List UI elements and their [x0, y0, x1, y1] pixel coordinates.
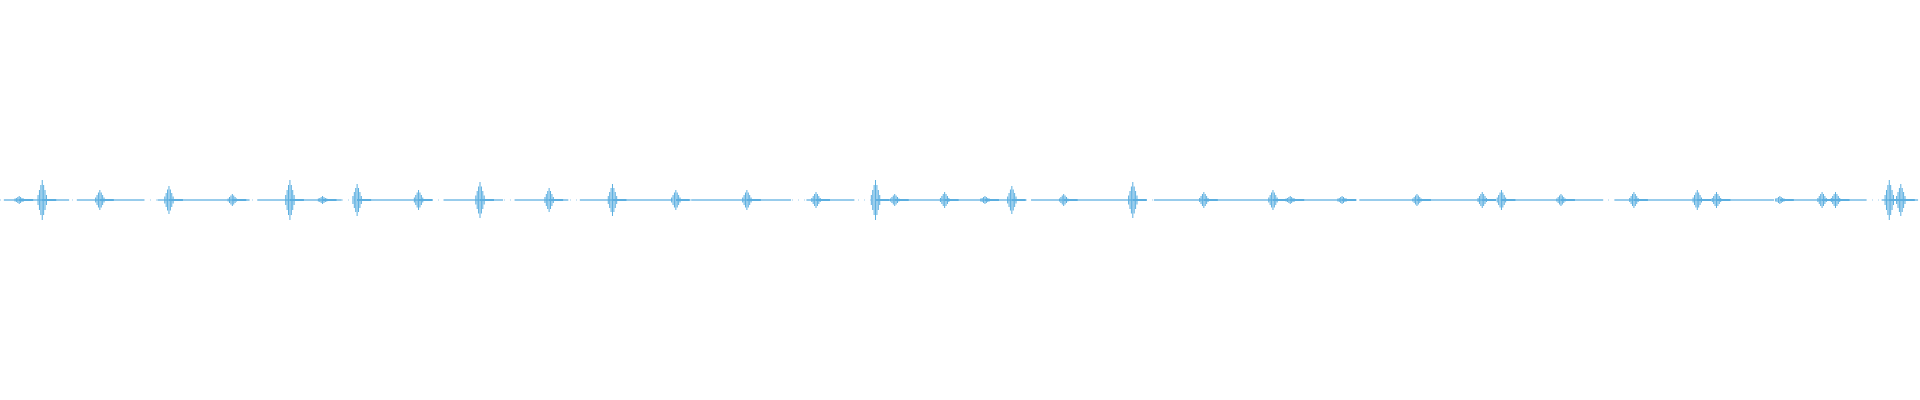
waveform-peak [285, 180, 304, 220]
waveform-peak [1896, 184, 1915, 216]
waveform-peak [1556, 194, 1575, 206]
waveform-peak [37, 180, 57, 220]
waveform-peak [95, 190, 114, 210]
waveform-peak [980, 196, 999, 204]
waveform-peak [1496, 190, 1516, 210]
waveform-peak [1058, 194, 1078, 206]
waveform-peak [1477, 192, 1497, 208]
waveform-peak [870, 180, 890, 220]
waveform-peak [742, 190, 761, 210]
waveform-peak [413, 190, 433, 210]
waveform-peak [1692, 190, 1712, 210]
waveform-peak [475, 182, 494, 218]
waveform-peak [227, 194, 247, 206]
waveform-peak [1629, 192, 1648, 208]
waveform-peak [1830, 192, 1850, 208]
waveform-peak [811, 192, 830, 208]
waveform-peak [352, 184, 372, 216]
waveform-peak [1337, 196, 1357, 204]
waveform-peak [317, 196, 337, 204]
waveform-peak [1412, 194, 1431, 206]
waveform-peak [1268, 190, 1287, 210]
waveform-peak [164, 186, 183, 214]
waveform-peak [1199, 192, 1218, 208]
waveform-peak [1128, 182, 1147, 218]
waveform-peak [1817, 192, 1837, 208]
waveform-peak [1711, 192, 1731, 208]
waveform-peak [607, 184, 627, 216]
waveform-peak [1884, 180, 1904, 220]
waveform-peak [1775, 196, 1794, 204]
waveform-peak [671, 190, 690, 210]
waveform-peak [939, 192, 959, 208]
waveform-peak [544, 188, 564, 212]
waveform-peak [890, 194, 909, 206]
waveform-peak [1285, 196, 1305, 204]
waveform-peak [1007, 186, 1026, 214]
waveform-peak [14, 196, 34, 204]
